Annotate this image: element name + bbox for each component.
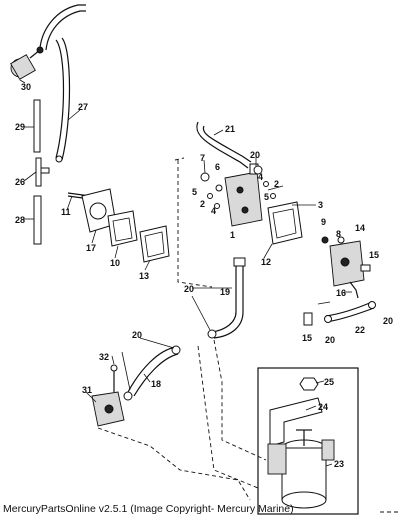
copyright-footer: MercuryPartsOnline v2.5.1 (Image Copyrig… [3,503,294,515]
part-17-plate [81,188,117,233]
part-26-fitting [35,157,50,187]
part-19-tube [207,257,246,339]
callout-3: 3 [318,200,323,210]
part-32-screw [110,364,118,392]
callout-6: 6 [215,162,220,172]
part-15-fitting-right [360,264,371,272]
callout-13: 13 [139,271,149,281]
part-25-nut [299,377,319,391]
part-27-hose [55,37,71,163]
callout-20-d: 20 [184,284,194,294]
filter-assembly-box [257,367,359,515]
callout-10: 10 [110,258,120,268]
part-8-washer [337,236,345,244]
part-10-gasket [107,210,138,247]
callout-23: 23 [334,459,344,469]
part-6-washer [215,184,223,192]
callout-15-a: 15 [369,250,379,260]
callout-21: 21 [225,124,235,134]
callout-16: 16 [336,288,346,298]
part-22-hose [324,301,376,323]
part-31-valve [91,391,125,427]
callout-20-e: 20 [132,330,142,340]
callout-20-a: 20 [250,150,260,160]
callout-9: 9 [321,217,326,227]
callout-4-a: 4 [211,206,216,216]
callout-2-a: 2 [200,199,205,209]
part-24-bracket [269,397,323,447]
callout-27: 27 [78,102,88,112]
callout-2-b: 2 [274,179,279,189]
callout-8: 8 [336,229,341,239]
callout-11: 11 [61,207,71,217]
upper-hose [39,4,86,51]
callout-22: 22 [355,325,365,335]
callout-4-b: 4 [258,172,263,182]
callout-12: 12 [261,257,271,267]
callout-20-c: 20 [325,335,335,345]
part-16-elbow [349,281,359,299]
callout-30: 30 [21,82,31,92]
part-12-gasket [267,201,303,245]
part-28-tube [33,195,42,245]
routing-dashed-lines [97,339,267,501]
callout-labels: 30 27 29 26 28 11 17 10 13 21 20 7 6 5 2… [15,82,393,469]
callout-7: 7 [200,153,205,163]
part-23-fuel-filter [267,429,335,509]
part-9-screw [321,236,329,244]
part-13-gasket [139,225,170,263]
pump-boundary-dashed [174,157,213,288]
part-30-inline-filter [10,46,44,80]
callout-17: 17 [86,243,96,253]
callout-29: 29 [15,122,25,132]
part-29-tube [33,99,41,153]
callout-1: 1 [230,230,235,240]
callout-24: 24 [318,402,328,412]
callout-19: 19 [220,287,230,297]
callout-14: 14 [355,223,365,233]
callout-28: 28 [15,215,25,225]
callout-18: 18 [151,379,161,389]
callout-26: 26 [15,177,25,187]
callout-32: 32 [99,352,109,362]
leader-lines [19,79,352,467]
part-18-hose [123,345,181,401]
callout-5-b: 5 [264,192,269,202]
part-21-hose [196,121,252,169]
callout-20-b: 20 [383,316,393,326]
callout-25: 25 [324,377,334,387]
callout-31: 31 [82,385,92,395]
part-15-fitting-lower [303,312,313,326]
callout-5: 5 [192,187,197,197]
part-14-pump-cover [329,240,365,287]
part-7-clip [200,172,210,182]
parts-2-4-5-fasteners [207,181,284,209]
part-20-clamp-upper [253,165,263,175]
callout-15-b: 15 [302,333,312,343]
